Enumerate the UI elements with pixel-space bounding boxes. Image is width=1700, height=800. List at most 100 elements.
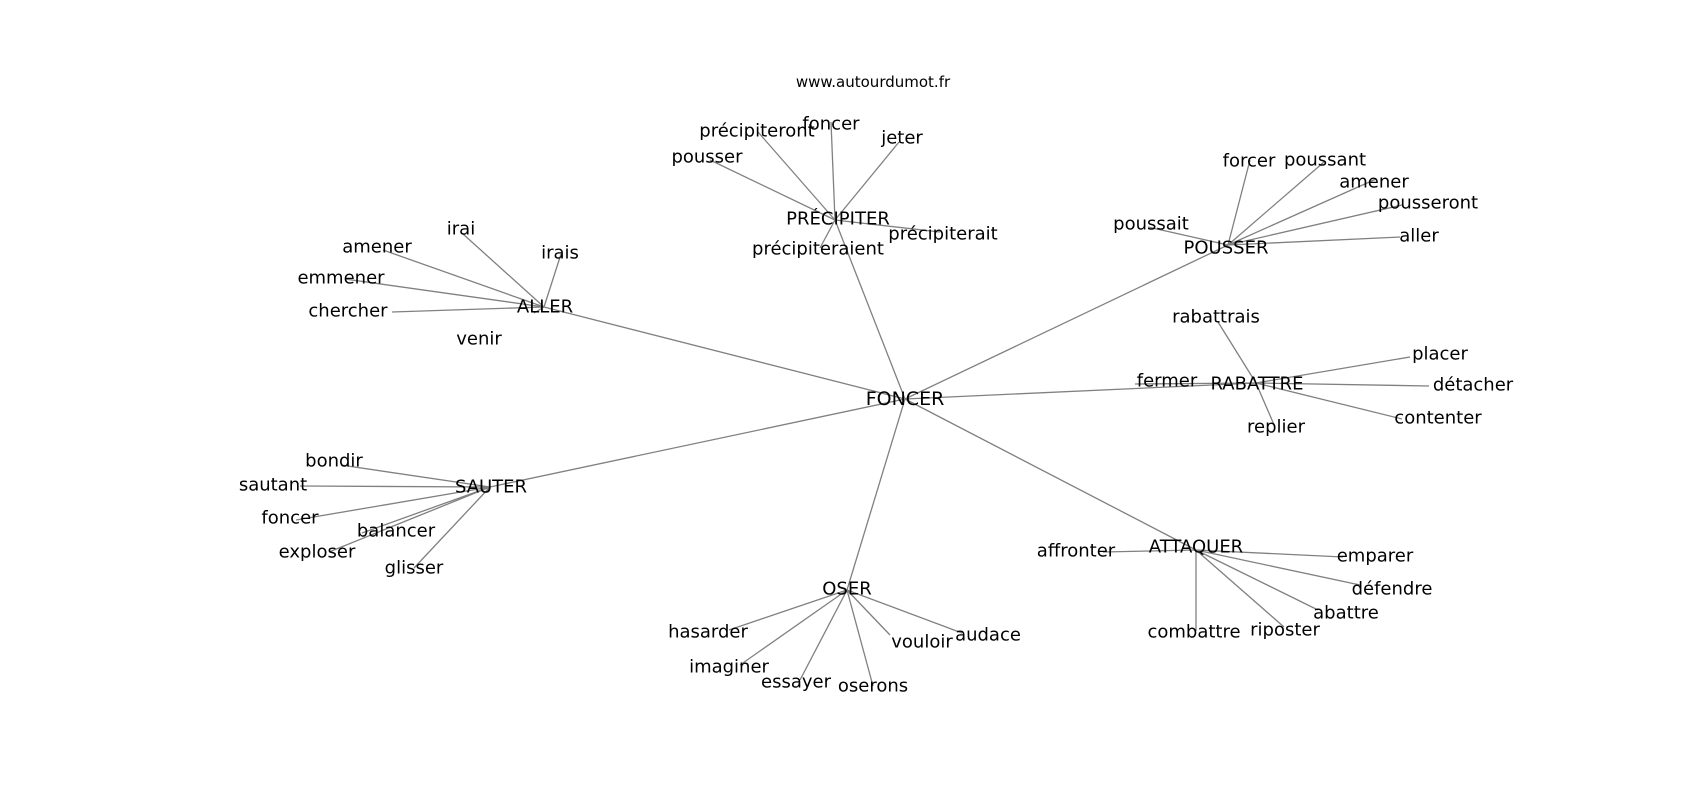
edge-précipiter-leaf [834, 219, 941, 233]
hub-node-label: POUSSER [1184, 238, 1269, 259]
edge-précipiter-leaf [757, 131, 836, 221]
edge-pousser-leaf [1227, 236, 1401, 246]
leaf-node-label: combattre [1147, 622, 1240, 643]
leaf-node-label: chercher [308, 301, 388, 322]
graph-edges [295, 121, 1430, 687]
leaf-node-label: foncer [802, 114, 860, 135]
edge-rabattre-leaf [1255, 382, 1403, 420]
leaf-node-label: défendre [1352, 579, 1433, 600]
leaf-node-label: hasarder [668, 622, 748, 643]
leaf-node-label: détacher [1433, 375, 1514, 396]
edge-sauter-leaf [361, 486, 491, 534]
edge-oser-leaf [728, 589, 848, 631]
leaf-node-label: emparer [1337, 546, 1414, 567]
hub-node-label: ATTAQUER [1149, 537, 1243, 558]
leaf-node-label: contenter [1394, 408, 1482, 429]
leaf-node-label: irai [447, 219, 475, 240]
source-label: www.autourdumot.fr [796, 73, 951, 91]
edge-center-to-sauter [489, 398, 906, 488]
edge-aller-leaf [462, 233, 545, 308]
edge-oser-leaf [799, 589, 848, 681]
leaf-node-label: vouloir [891, 632, 953, 653]
leaf-node-label: affronter [1037, 541, 1116, 562]
hub-node-label: RABATTRE [1211, 374, 1304, 395]
edge-aller-leaf [543, 253, 562, 308]
edge-attaquer-leaf [1195, 549, 1319, 611]
leaf-node-label: rabattrais [1172, 307, 1260, 328]
hub-node-label: OSER [822, 579, 871, 600]
leaf-node-label: venir [456, 329, 502, 350]
leaf-node-label: imaginer [689, 657, 769, 678]
edge-rabattre-leaf [1255, 356, 1411, 384]
leaf-node-label: amener [342, 237, 412, 258]
leaf-node-label: aller [1399, 226, 1439, 247]
leaf-node-label: jeter [880, 128, 923, 149]
leaf-node-label: essayer [761, 672, 832, 693]
edge-sauter-leaf [295, 486, 491, 521]
edge-aller-leaf [391, 306, 545, 313]
leaf-node-label: balancer [357, 521, 436, 542]
hub-node-label: SAUTER [455, 477, 527, 498]
leaf-node-label: fermer [1137, 371, 1198, 392]
edge-rabattre-leaf [1255, 382, 1276, 428]
leaf-node-label: replier [1247, 417, 1306, 438]
leaf-node-label: riposter [1250, 620, 1320, 641]
edge-center-to-attaquer [904, 398, 1197, 551]
edge-center-to-oser [846, 398, 906, 591]
leaf-node-label: précipiteraient [752, 239, 884, 260]
leaf-node-label: foncer [261, 508, 319, 529]
edge-oser-leaf [739, 589, 848, 666]
edge-sauter-leaf [328, 486, 491, 553]
leaf-node-label: amener [1339, 172, 1409, 193]
edge-attaquer-leaf [1102, 549, 1197, 553]
leaf-node-label: pousseront [1378, 193, 1478, 214]
edge-oser-leaf [846, 589, 963, 634]
edge-oser-leaf [846, 589, 891, 636]
edge-sauter-leaf [340, 464, 491, 488]
edge-précipiter-leaf [830, 121, 836, 221]
edge-rabattre-leaf [1217, 321, 1257, 384]
hub-node-label: PRÉCIPITER [786, 208, 890, 230]
edge-sauter-leaf [299, 485, 491, 488]
leaf-node-label: audace [955, 625, 1021, 646]
edge-précipiter-leaf [819, 219, 836, 249]
edge-sauter-leaf [413, 486, 491, 569]
leaf-node-label: glisser [385, 558, 444, 579]
leaf-node-label: précipiteront [699, 121, 814, 142]
edge-précipiter-leaf [834, 141, 900, 221]
edge-rabattre-leaf [1255, 382, 1430, 387]
edge-aller-leaf [344, 278, 545, 308]
leaf-node-label: abattre [1313, 603, 1379, 624]
center-node-label: FONCER [866, 388, 945, 410]
edge-aller-leaf [533, 306, 545, 314]
edge-center-to-pousser [904, 244, 1229, 400]
hub-node-label: ALLER [517, 297, 573, 318]
edge-center-to-précipiter [834, 219, 906, 400]
graph-labels: www.autourdumot.fr FONCER PRÉCIPITER fonce… [239, 73, 1514, 697]
leaf-node-label: sautant [239, 475, 307, 496]
leaf-node-label: précipiterait [888, 224, 997, 245]
edge-center-to-aller [543, 306, 906, 400]
edge-rabattre-leaf [1134, 382, 1257, 385]
edge-précipiter-leaf [709, 159, 836, 221]
leaf-node-label: bondir [305, 451, 363, 472]
edge-attaquer-leaf [1195, 549, 1361, 586]
edge-pousser-leaf [1227, 159, 1251, 246]
edge-pousser-leaf [1227, 204, 1403, 246]
leaf-node-label: oserons [838, 676, 908, 697]
leaf-node-label: pousser [671, 147, 743, 168]
leaf-node-label: irais [541, 243, 579, 264]
edge-aller-leaf [382, 249, 545, 308]
edge-attaquer-leaf [1195, 549, 1344, 558]
edge-oser-leaf [846, 589, 874, 687]
leaf-node-label: forcer [1223, 151, 1276, 172]
leaf-node-label: poussant [1284, 150, 1366, 171]
leaf-node-label: exploser [279, 542, 356, 563]
edge-pousser-leaf [1147, 226, 1229, 246]
edge-pousser-leaf [1227, 161, 1325, 246]
leaf-node-label: poussait [1113, 214, 1189, 235]
edge-center-to-rabattre [904, 382, 1257, 400]
edge-attaquer-leaf [1195, 549, 1285, 628]
leaf-node-label: placer [1412, 344, 1468, 365]
